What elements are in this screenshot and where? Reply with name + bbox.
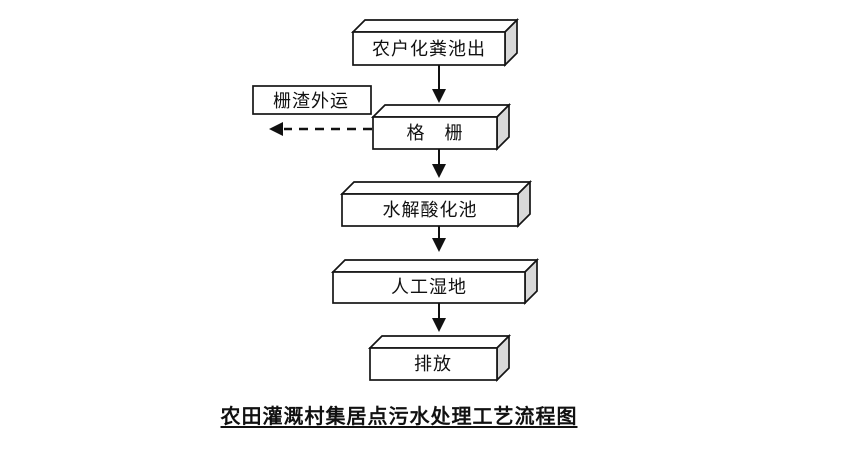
box-front-face bbox=[332, 271, 526, 304]
arrow-down-icon bbox=[432, 318, 446, 332]
box-top-face bbox=[370, 104, 512, 118]
node-septic-tank-label: 农户化粪池出 bbox=[372, 39, 486, 59]
node-bar-screen: 格 栅 bbox=[370, 102, 512, 152]
flow-arrow-wetland-to-discharge bbox=[432, 303, 446, 332]
node-residue-out-label: 栅渣外运 bbox=[273, 91, 349, 111]
box-front-face bbox=[341, 193, 519, 227]
node-residue-out: 栅渣外运 bbox=[252, 85, 372, 115]
node-discharge: 排放 bbox=[367, 333, 512, 383]
residue-box bbox=[252, 85, 372, 115]
flow-arrow-screen-to-residue bbox=[269, 122, 372, 136]
box-top-face bbox=[339, 181, 533, 195]
arrow-down-icon bbox=[432, 238, 446, 252]
arrow-down-icon bbox=[432, 164, 446, 178]
node-hydrolysis-tank: 水解酸化池 bbox=[339, 179, 533, 229]
flow-arrow-screen-to-hydrolysis bbox=[432, 149, 446, 178]
node-septic-tank: 农户化粪池出 bbox=[350, 17, 520, 68]
diagram-title: 农田灌溉村集居点污水处理工艺流程图 bbox=[220, 406, 578, 428]
box-front-face bbox=[369, 347, 498, 381]
node-discharge-label: 排放 bbox=[414, 354, 452, 374]
node-constructed-wetland-label: 人工湿地 bbox=[391, 277, 467, 297]
flow-arrow-hydrolysis-to-wetland bbox=[432, 226, 446, 252]
node-constructed-wetland: 人工湿地 bbox=[330, 257, 540, 306]
box-front-face bbox=[372, 116, 498, 150]
box-front-face bbox=[352, 31, 506, 66]
arrow-left-icon bbox=[269, 122, 283, 136]
box-top-face bbox=[350, 19, 520, 33]
flow-arrow-septic-to-screen bbox=[432, 65, 446, 103]
arrow-down-icon bbox=[432, 89, 446, 103]
node-hydrolysis-tank-label: 水解酸化池 bbox=[383, 200, 478, 220]
node-bar-screen-label: 格 栅 bbox=[407, 123, 464, 143]
box-top-face bbox=[367, 335, 512, 349]
box-top-face bbox=[330, 259, 540, 273]
